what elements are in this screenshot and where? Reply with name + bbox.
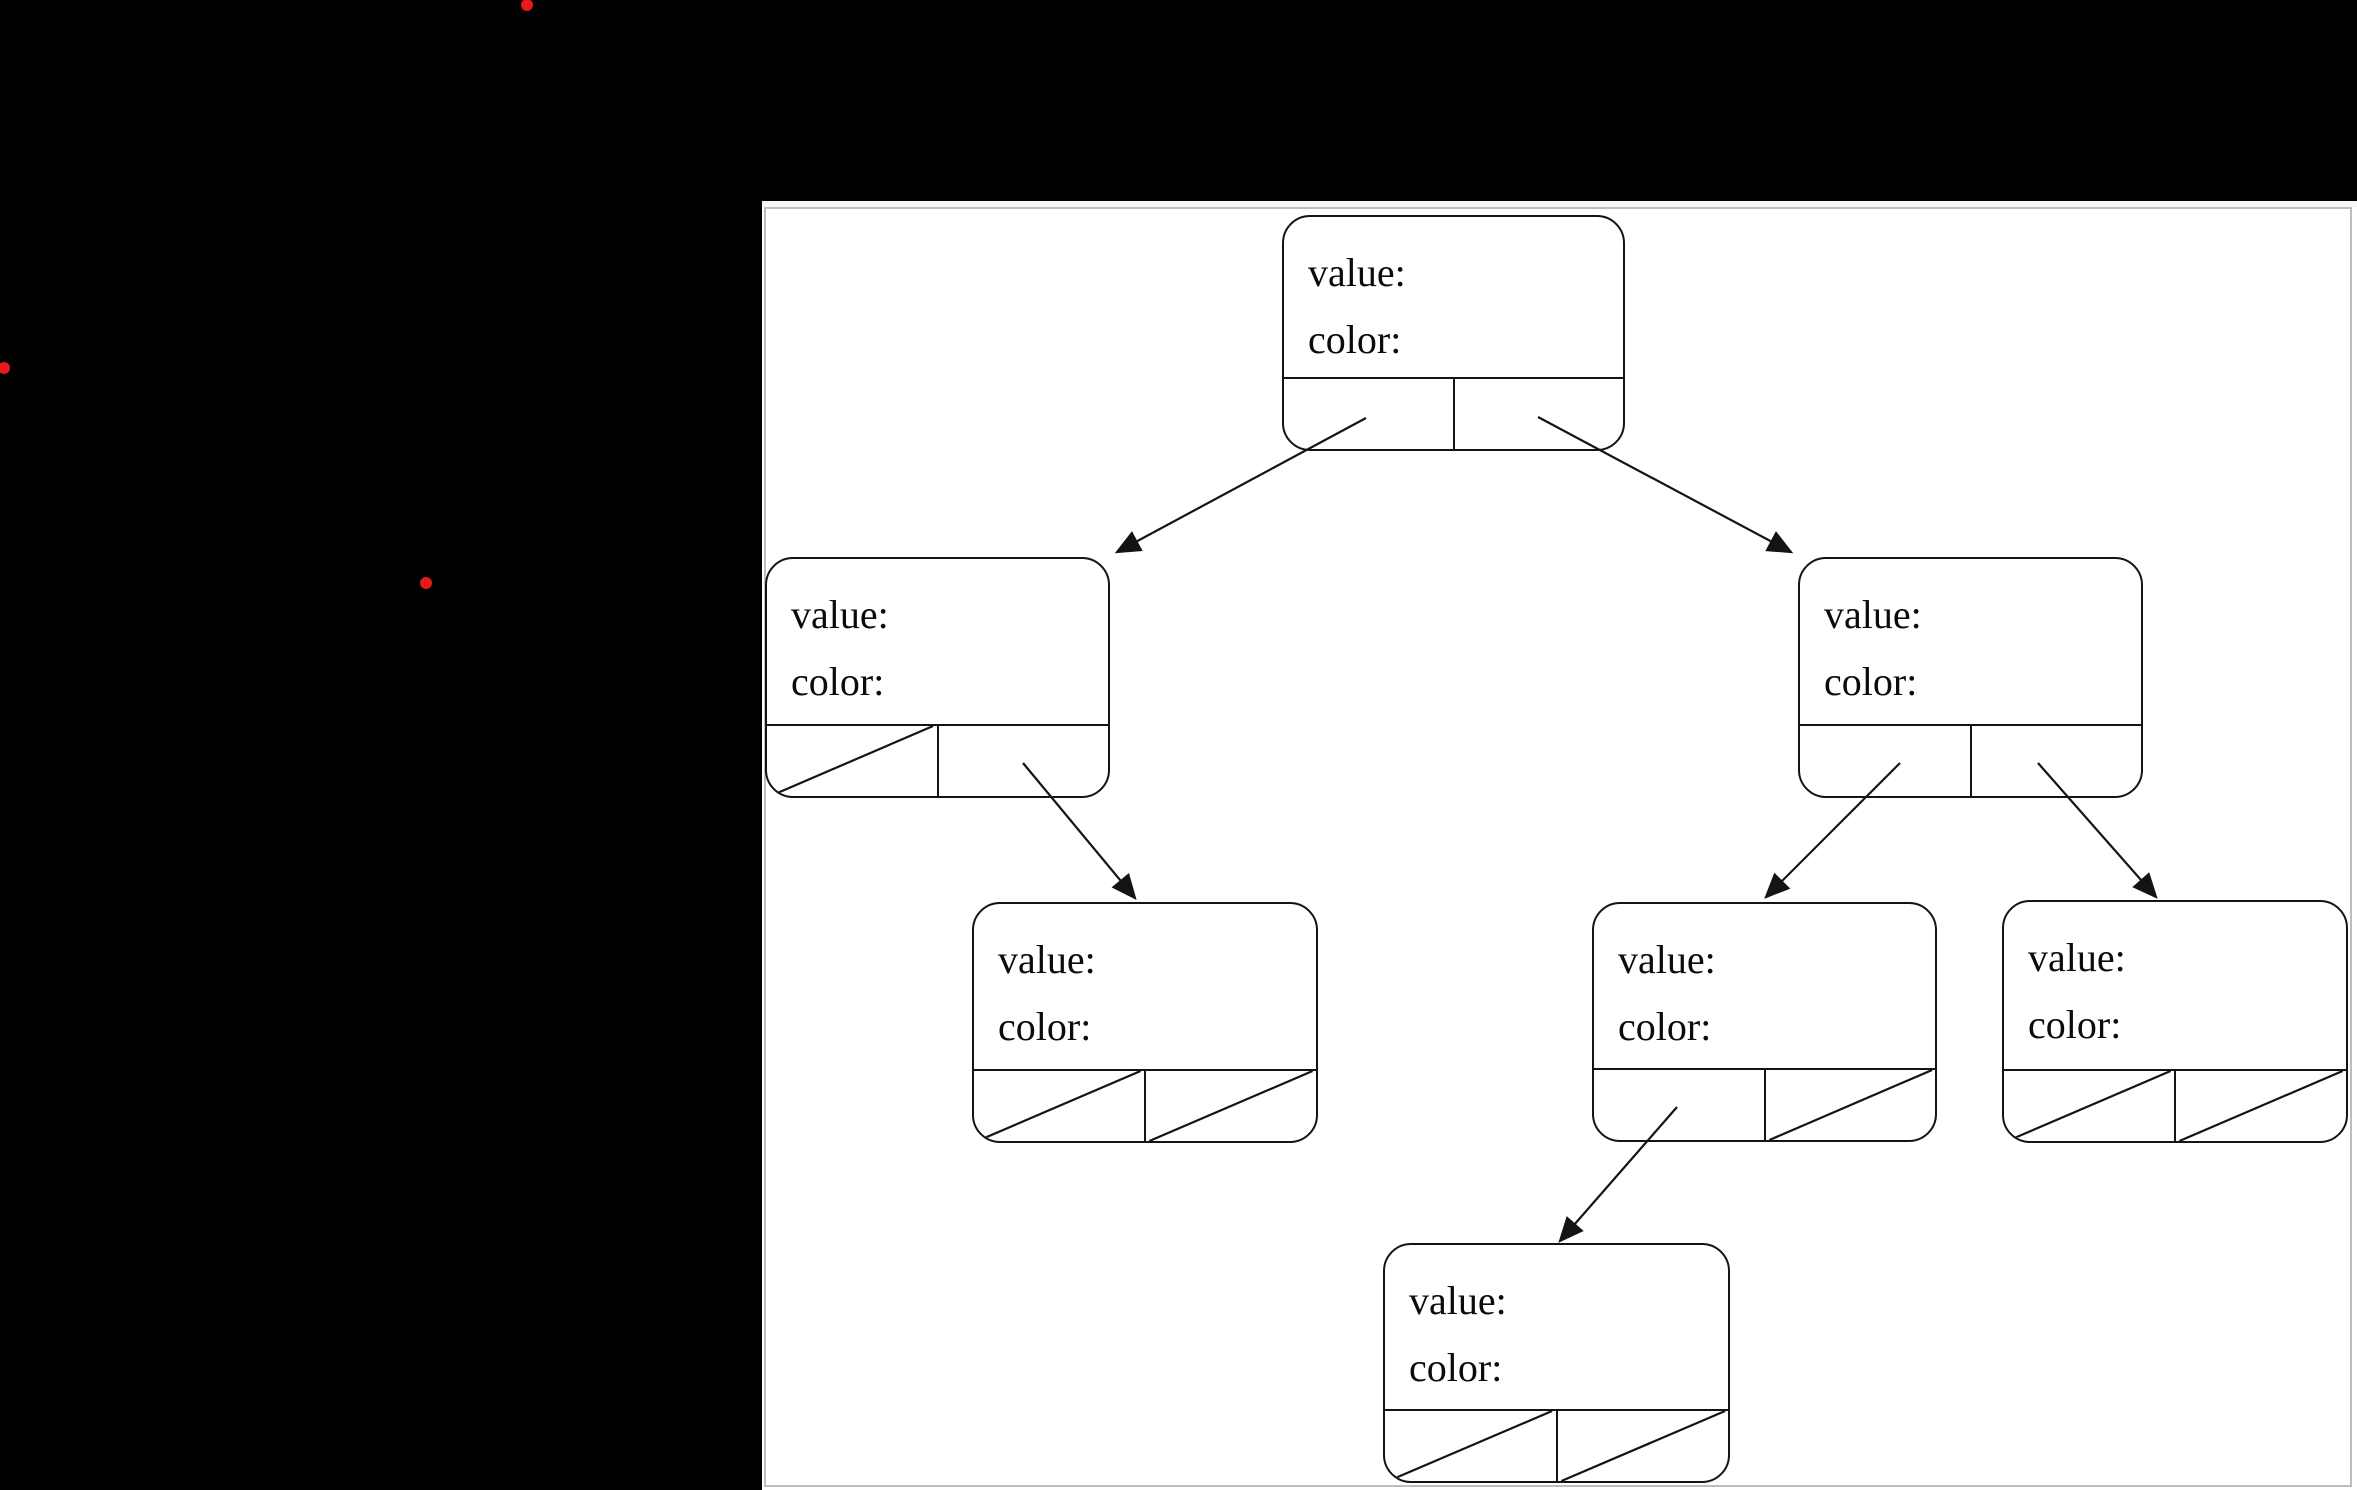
red-dot: [521, 0, 533, 11]
pointer-row: [767, 724, 1108, 796]
left-pointer-cell: [1385, 1411, 1558, 1481]
node-fields: value: color:: [1385, 1245, 1728, 1401]
red-dot: [0, 362, 10, 374]
right-pointer-cell: [1146, 1071, 1316, 1141]
color-field-label: color:: [791, 659, 885, 704]
left-pointer-cell: [2004, 1071, 2176, 1141]
value-field-label: value:: [1409, 1278, 1507, 1323]
left-pointer-cell: [1800, 726, 1972, 796]
pointer-row: [1385, 1409, 1728, 1481]
value-field-label: value:: [1824, 592, 1922, 637]
node-fields: value: color:: [2004, 902, 2346, 1058]
right-pointer-cell: [2176, 1071, 2346, 1141]
node-fields: value: color:: [1284, 217, 1623, 373]
null-pointer-slash: [2176, 1071, 2346, 1141]
color-field-label: color:: [1409, 1345, 1503, 1390]
pointer-row: [1284, 377, 1623, 449]
node-fields: value: color:: [1594, 904, 1935, 1060]
value-field-label: value:: [1308, 250, 1406, 295]
left-pointer-cell: [767, 726, 939, 796]
null-pointer-slash: [767, 726, 937, 796]
diagram-panel-top-strip: [762, 201, 2357, 207]
tree-node-right-grandchild: value: color:: [2002, 900, 2348, 1143]
tree-node-left-child: value: color:: [765, 557, 1110, 798]
tree-node-right-child: value: color:: [1798, 557, 2143, 798]
red-dot: [420, 577, 432, 589]
color-field-label: color:: [1308, 317, 1402, 362]
color-field-label: color:: [998, 1004, 1092, 1049]
value-field-label: value:: [2028, 935, 2126, 980]
pointer-row: [2004, 1069, 2346, 1141]
color-field-label: color:: [1618, 1004, 1712, 1049]
pointer-row: [1594, 1068, 1935, 1140]
color-field-label: color:: [2028, 1002, 2122, 1047]
pointer-row: [974, 1069, 1316, 1141]
value-field-label: value:: [1618, 937, 1716, 982]
null-pointer-slash: [1558, 1411, 1729, 1481]
value-field-label: value:: [791, 592, 889, 637]
left-pointer-cell: [1284, 379, 1455, 449]
null-pointer-slash: [1766, 1070, 1936, 1140]
color-field-label: color:: [1824, 659, 1918, 704]
left-pointer-cell: [1594, 1070, 1766, 1140]
tree-node-left-grandchild: value: color:: [972, 902, 1318, 1143]
right-pointer-cell: [939, 726, 1109, 796]
tree-node-bottom: value: color:: [1383, 1243, 1730, 1483]
right-pointer-cell: [1455, 379, 1624, 449]
pointer-row: [1800, 724, 2141, 796]
value-field-label: value:: [998, 937, 1096, 982]
right-pointer-cell: [1972, 726, 2142, 796]
tree-node-middle-grandchild: value: color:: [1592, 902, 1937, 1142]
node-fields: value: color:: [767, 559, 1108, 715]
tree-node-root: value: color:: [1282, 215, 1625, 451]
null-pointer-slash: [974, 1071, 1144, 1141]
null-pointer-slash: [2004, 1071, 2174, 1141]
node-fields: value: color:: [1800, 559, 2141, 715]
null-pointer-slash: [1146, 1071, 1316, 1141]
right-pointer-cell: [1766, 1070, 1936, 1140]
left-pointer-cell: [974, 1071, 1146, 1141]
null-pointer-slash: [1385, 1411, 1556, 1481]
right-pointer-cell: [1558, 1411, 1729, 1481]
node-fields: value: color:: [974, 904, 1316, 1060]
